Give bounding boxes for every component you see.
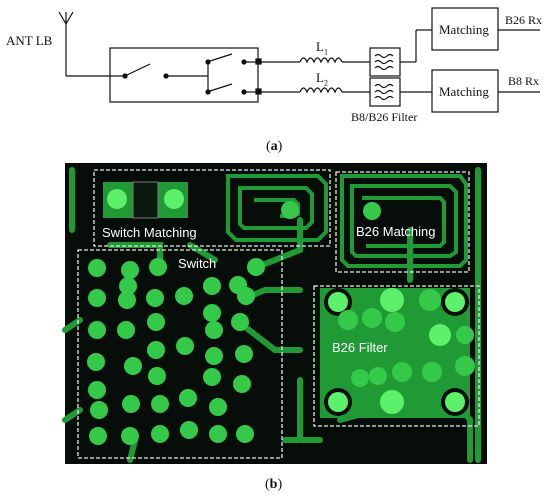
matching-top-label: Matching	[439, 22, 489, 37]
matching-bottom-label: Matching	[439, 84, 489, 99]
switch-block	[109, 47, 259, 103]
region-outlines	[77, 169, 480, 459]
filter-pads	[324, 288, 475, 416]
label-switch: Switch	[178, 256, 217, 271]
switch-matching-components	[103, 181, 188, 219]
filter-label: B8/B26 Filter	[351, 110, 418, 124]
caption-a: (a)	[266, 139, 283, 154]
switch-pads	[87, 201, 381, 445]
label-b26-matching: B26 Matching	[356, 224, 436, 239]
antenna-label: ANT LB	[6, 33, 53, 48]
output-bottom-label: B8 Rx	[508, 74, 540, 88]
inductor-l1-label: L1	[316, 39, 328, 57]
label-b26-filter: B26 Filter	[332, 340, 388, 355]
output-top-label: B26 Rx	[505, 13, 543, 27]
b26-matching-coil	[340, 174, 468, 268]
inductor-l1-icon	[299, 57, 343, 64]
inductor-l2-label: L2	[316, 70, 328, 88]
antenna-icon	[58, 11, 74, 76]
switch-symbol	[110, 53, 258, 95]
schematic-diagram	[58, 7, 540, 113]
inductor-l2-icon	[299, 87, 343, 94]
matching-bottom-box	[431, 69, 499, 113]
label-switch-matching: Switch Matching	[102, 225, 197, 240]
matching-top-box	[431, 7, 499, 51]
caption-b: (b)	[265, 477, 283, 492]
